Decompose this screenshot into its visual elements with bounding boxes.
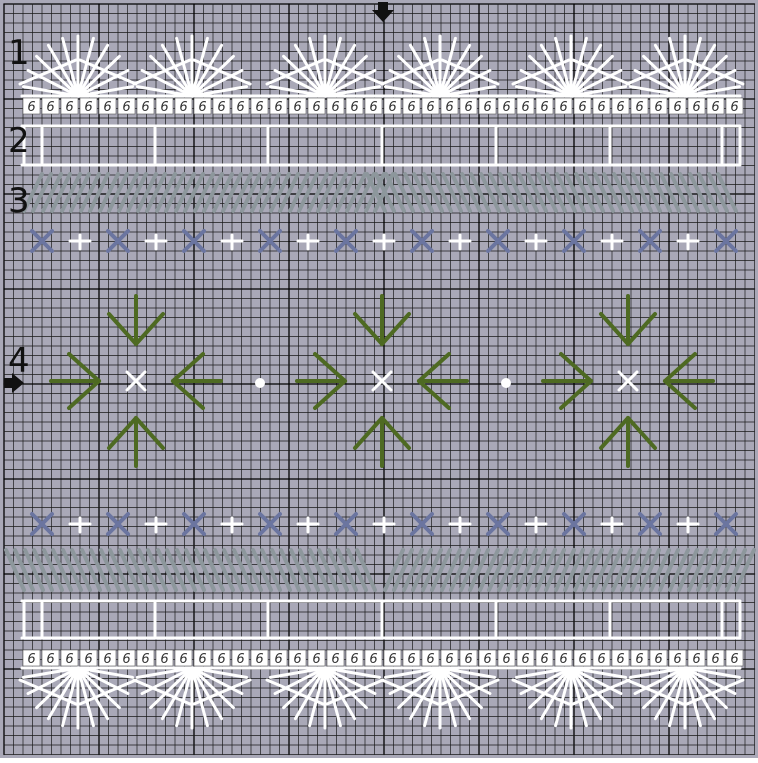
digit-box-label: 6 [407,100,415,115]
digit-box-label: 6 [217,652,225,667]
digit-box-label: 6 [255,652,263,667]
digit-box-label: 6 [464,652,472,667]
digit-box-label: 6 [635,652,643,667]
digit-box-label: 6 [369,652,377,667]
digit-box-label: 6 [293,100,301,115]
row-label-1: 1 [8,33,30,73]
digit-box-label: 6 [141,100,149,115]
digit-box-label: 6 [692,100,700,115]
digit-box-label: 6 [27,652,35,667]
digit-box-label: 6 [654,652,662,667]
digit-box-label: 6 [217,100,225,115]
white-dot [501,378,511,388]
digit-box-label: 6 [84,100,92,115]
digit-box-label: 6 [711,100,719,115]
digit-box-label: 6 [540,652,548,667]
digit-box-label: 6 [483,652,491,667]
digit-box-label: 6 [312,100,320,115]
digit-box-label: 6 [578,652,586,667]
digit-box-label: 6 [711,652,719,667]
digit-box-label: 6 [388,100,396,115]
white-dot [255,378,265,388]
digit-box-label: 6 [464,100,472,115]
digit-box-label: 6 [616,100,624,115]
digit-box-label: 6 [141,652,149,667]
digit-box-label: 6 [198,652,206,667]
digit-box-label: 6 [445,652,453,667]
digit-box-label: 6 [597,652,605,667]
row-label-2: 2 [8,121,30,161]
digit-box-label: 6 [65,652,73,667]
digit-box-label: 6 [635,100,643,115]
digit-box-label: 6 [616,652,624,667]
digit-box-label: 6 [160,100,168,115]
digit-box-label: 6 [103,652,111,667]
digit-box-label: 6 [673,652,681,667]
digit-box-label: 6 [673,100,681,115]
digit-box-label: 6 [46,100,54,115]
digit-box-label: 6 [27,100,35,115]
digit-box-label: 6 [521,652,529,667]
digit-box-label: 6 [445,100,453,115]
digit-box-label: 6 [730,100,738,115]
digit-box-label: 6 [730,652,738,667]
digit-box-label: 6 [369,100,377,115]
digit-box-label: 6 [559,100,567,115]
digit-box-label: 6 [350,652,358,667]
digit-box-label: 6 [103,100,111,115]
digit-box-label: 6 [255,100,263,115]
digit-box-label: 6 [331,652,339,667]
row-label-3: 3 [8,181,30,221]
digit-box-label: 6 [426,100,434,115]
digit-box-label: 6 [179,100,187,115]
digit-box-label: 6 [179,652,187,667]
digit-box-label: 6 [160,652,168,667]
digit-box-label: 6 [521,100,529,115]
digit-box-label: 6 [198,100,206,115]
digit-box-label: 6 [654,100,662,115]
digit-box-label: 6 [483,100,491,115]
digit-box-label: 6 [65,100,73,115]
digit-box-label: 6 [502,100,510,115]
digit-box-label: 6 [122,652,130,667]
digit-box-label: 6 [274,100,282,115]
digit-box-label: 6 [350,100,358,115]
digit-box-label: 6 [597,100,605,115]
digit-box-label: 6 [502,652,510,667]
row-label-4: 4 [8,341,30,381]
digit-box-label: 6 [407,652,415,667]
digit-box-label: 6 [540,100,548,115]
digit-box-label: 6 [388,652,396,667]
digit-box-label: 6 [122,100,130,115]
digit-box-label: 6 [236,652,244,667]
digit-box-label: 6 [84,652,92,667]
digit-box-label: 6 [559,652,567,667]
digit-box-label: 6 [46,652,54,667]
digit-box-label: 6 [236,100,244,115]
digit-box-label: 6 [426,652,434,667]
digit-box-label: 6 [578,100,586,115]
digit-box-label: 6 [331,100,339,115]
digit-box-label: 6 [692,652,700,667]
digit-box-label: 6 [293,652,301,667]
digit-box-label: 6 [312,652,320,667]
digit-box-label: 6 [274,652,282,667]
